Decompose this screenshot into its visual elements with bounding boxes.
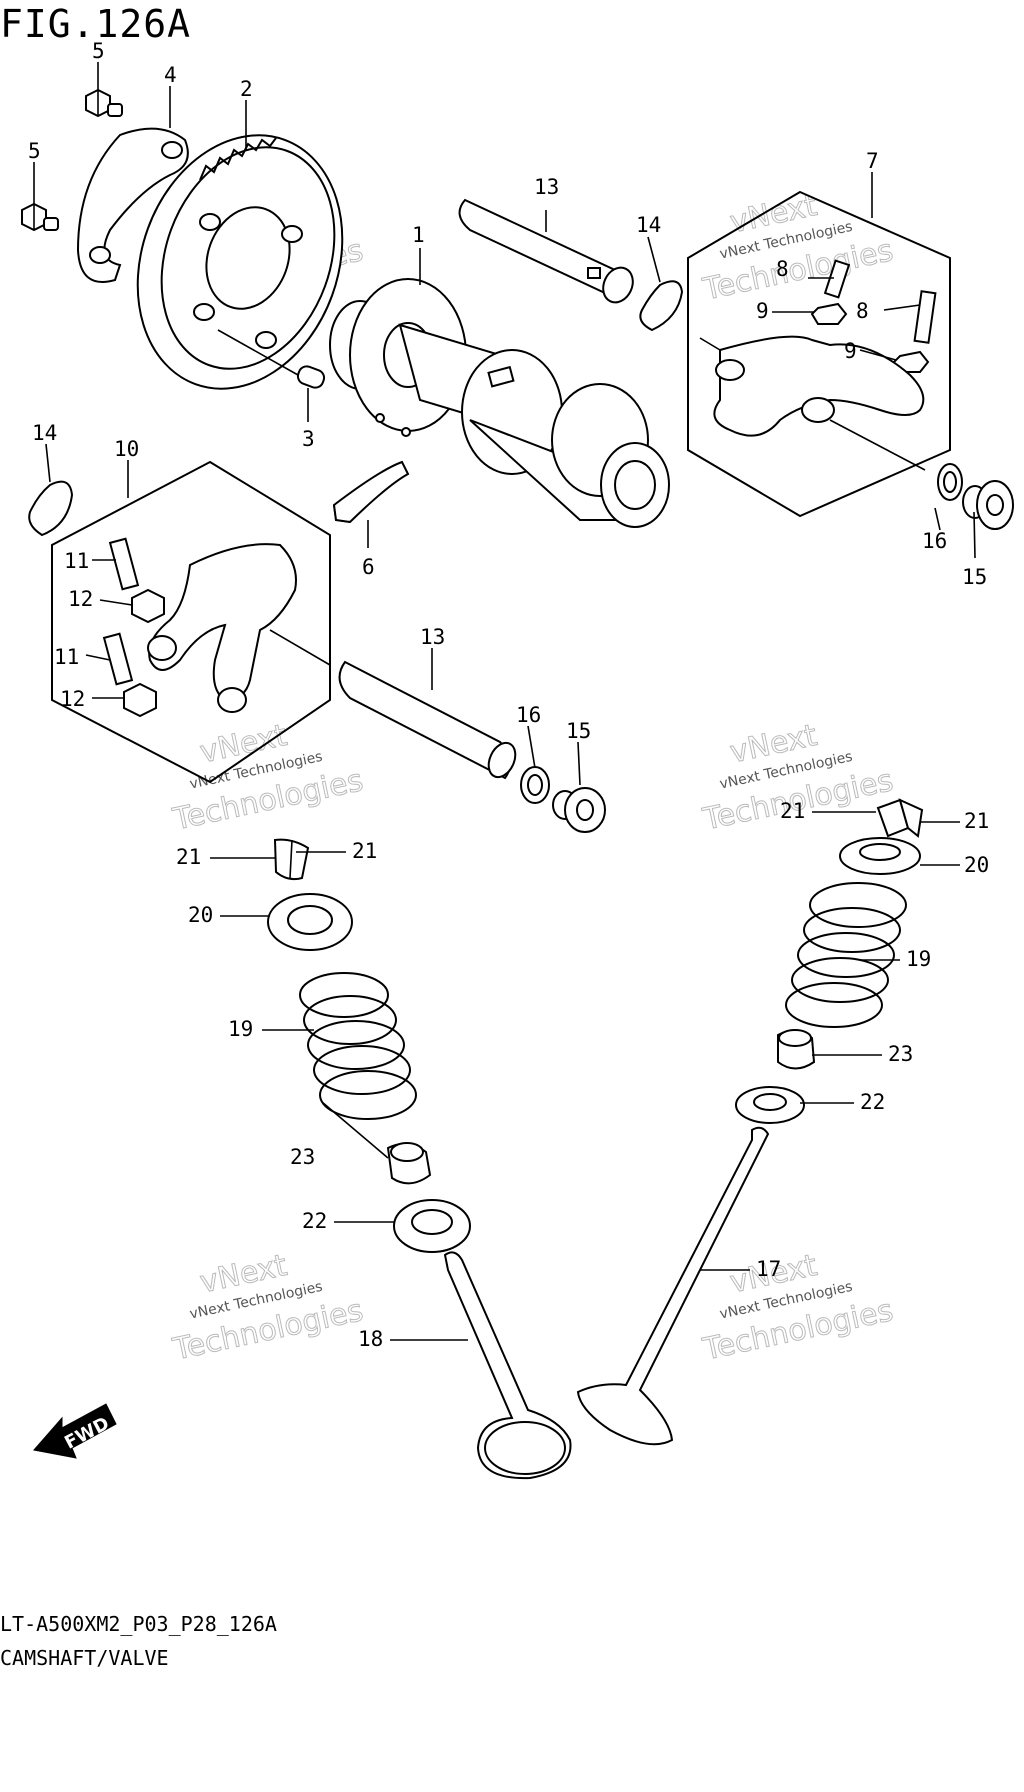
valve-stem-seal-part-23-left: [386, 1142, 432, 1185]
rocker-arm-assembly-box-part-7: [687, 190, 951, 518]
callout-20-left: 20: [188, 903, 213, 927]
thrust-washer-part-6: [332, 460, 410, 524]
callout-21-left-b: 21: [352, 839, 377, 863]
rocker-arm-assembly-box-part-10: [51, 460, 331, 784]
callout-5-upper: 5: [92, 39, 105, 63]
retainer-plate-part-4: [76, 127, 189, 283]
callout-14-left: 14: [32, 421, 57, 445]
callout-9-lower: 9: [844, 339, 857, 363]
callout-22-right: 22: [860, 1090, 885, 1114]
valve-stem-seal-part-23-right: [777, 1029, 816, 1070]
callout-1: 1: [412, 223, 425, 247]
callout-23-left: 23: [290, 1145, 315, 1169]
camshaft-part-1: [329, 278, 670, 528]
callout-15-lower: 15: [566, 719, 591, 743]
rocker-shaft-part-13-upper: [458, 198, 634, 304]
cam-sprocket-part-2: [136, 134, 344, 390]
washer-part-16-lower: [520, 766, 550, 804]
callout-13-lower: 13: [420, 625, 445, 649]
callout-20-right: 20: [964, 853, 989, 877]
callout-19-right: 19: [906, 947, 931, 971]
callout-13-upper: 13: [534, 175, 559, 199]
rocker-shaft-part-13-lower: [338, 660, 517, 780]
callout-4: 4: [164, 63, 177, 87]
callout-2: 2: [240, 77, 253, 101]
callout-labels: 1 2 3 4 5 5 6 7 8 8 9 9 10 11 11 12 12 1…: [28, 39, 989, 1351]
retaining-clip-part-14-upper: [639, 280, 684, 332]
exhaust-valve-part-17: [576, 1126, 770, 1446]
leader-lines: [33, 62, 976, 1341]
model-code: LT-A500XM2_P03_P28_126A: [0, 1612, 277, 1636]
intake-valve-part-18: [443, 1251, 572, 1480]
spring-seat-part-22-right: [735, 1086, 805, 1124]
bolt-part-5-upper: [85, 88, 123, 118]
bolt-part-5-left: [21, 202, 59, 232]
plug-part-15-lower: [552, 787, 606, 833]
callout-10: 10: [114, 437, 139, 461]
callout-11-upper: 11: [64, 549, 89, 573]
callout-9-upper: 9: [756, 299, 769, 323]
figure-title: FIG.126A: [0, 2, 192, 46]
spring-seat-part-22-left: [393, 1199, 471, 1253]
forward-direction-arrow: FWD: [33, 1403, 117, 1459]
callout-21-right-b: 21: [964, 809, 989, 833]
callout-23-right: 23: [888, 1042, 913, 1066]
callout-8-upper: 8: [776, 257, 789, 281]
cotter-part-21-left: [273, 838, 310, 881]
washer-part-16-upper: [937, 463, 963, 501]
spring-retainer-part-20-left: [267, 893, 353, 951]
spring-retainer-part-20-right: [839, 837, 921, 875]
callout-16-lower: 16: [516, 703, 541, 727]
callout-19-left: 19: [228, 1017, 253, 1041]
callout-16-upper: 16: [922, 529, 947, 553]
watermark-bottom-left: Technologies vNext Technologies vNext: [169, 1247, 367, 1368]
callout-18: 18: [358, 1327, 383, 1351]
callout-12-lower: 12: [60, 687, 85, 711]
valve-spring-part-19-right: [785, 882, 907, 1028]
dowel-pin-part-3: [296, 365, 326, 389]
callout-8-lower: 8: [856, 299, 869, 323]
callout-21-right-a: 21: [780, 799, 805, 823]
figure-name: CAMSHAFT/VALVE: [0, 1646, 169, 1670]
callout-15-upper: 15: [962, 565, 987, 589]
callout-3: 3: [302, 427, 315, 451]
retaining-clip-part-14-left: [28, 480, 74, 537]
callout-5-left: 5: [28, 139, 41, 163]
plug-part-15-upper: [962, 480, 1014, 530]
watermark-bottom-right: Technologies vNext Technologies vNext: [699, 1247, 897, 1368]
callout-6: 6: [362, 555, 375, 579]
valve-spring-part-19-left: [299, 972, 417, 1120]
callout-17: 17: [756, 1257, 781, 1281]
callout-21-left-a: 21: [176, 845, 201, 869]
cotter-part-21-right: [876, 798, 924, 838]
callout-7: 7: [866, 149, 879, 173]
callout-12-upper: 12: [68, 587, 93, 611]
callout-11-lower: 11: [54, 645, 79, 669]
callout-22-left: 22: [302, 1209, 327, 1233]
callout-14-upper: 14: [636, 213, 661, 237]
